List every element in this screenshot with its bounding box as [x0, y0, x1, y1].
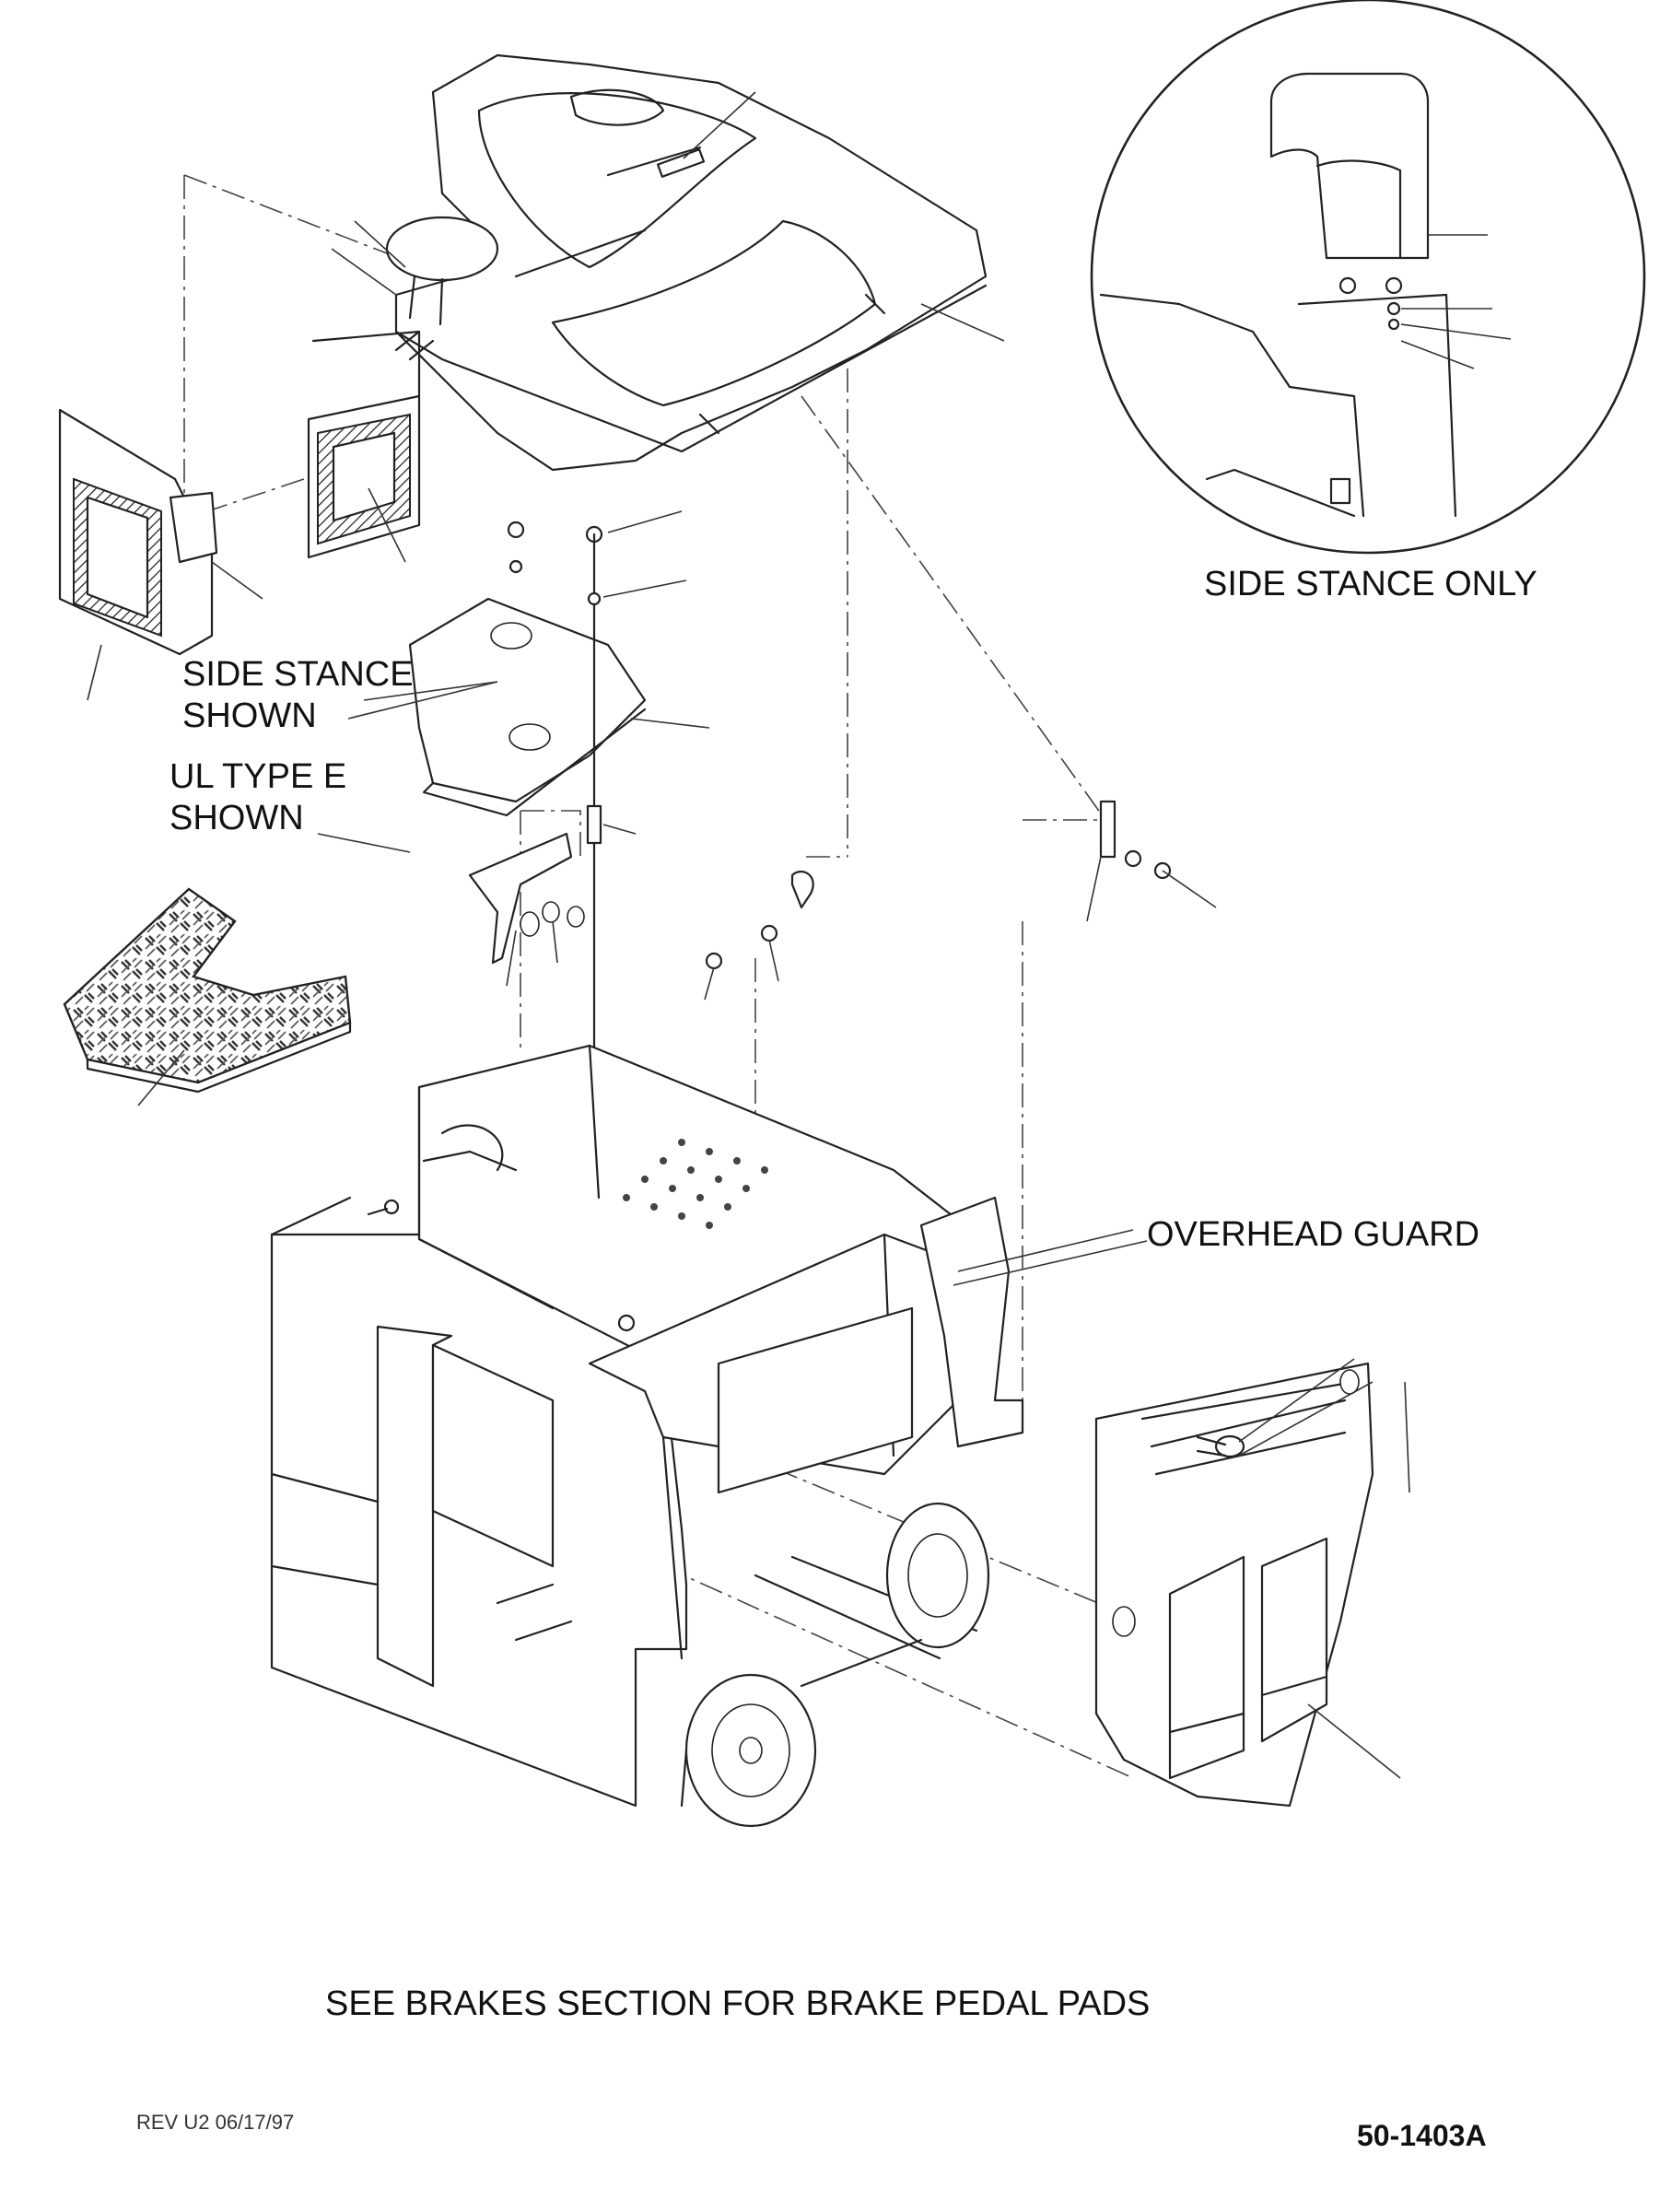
step-cover-plate — [363, 521, 647, 1227]
text-callout-leaders — [317, 681, 1148, 1286]
ul-type-e-label-line2: SHOWN — [170, 799, 304, 837]
overhead-guard-label: OVERHEAD GUARD — [1147, 1215, 1480, 1254]
part-leader-lines-mid — [602, 510, 710, 835]
side-stance-shown-label-line2: SHOWN — [182, 696, 317, 735]
part-leader-lines-left — [87, 487, 406, 701]
revision-stamp: REV U2 06/17/97 — [136, 2111, 295, 2134]
drawing-part-number: 50-1403A — [1357, 2119, 1487, 2152]
part-leader-lines-cowl — [1238, 1358, 1410, 1779]
mounting-brackets — [468, 800, 1172, 970]
right-cowl — [1094, 1362, 1374, 1808]
part-leader-lines-top — [331, 91, 1005, 342]
frame-holes — [623, 1139, 768, 1229]
floor-panel-assembly — [385, 53, 988, 472]
rear-cover-plate — [307, 330, 421, 559]
side-stance-only-label: SIDE STANCE ONLY — [1204, 565, 1537, 603]
left-side-panel — [58, 408, 218, 656]
main-frame — [270, 1044, 1024, 1828]
brakes-note: SEE BRAKES SECTION FOR BRAKE PEDAL PADS — [325, 1984, 1151, 2023]
floor-mat — [63, 887, 352, 1106]
part-leader-lines-frame — [957, 1229, 1134, 1272]
part-leader-lines-brackets — [506, 856, 1217, 1001]
ul-type-e-label-line1: UL TYPE E — [170, 757, 347, 796]
side-stance-shown-label-line1: SIDE STANCE — [182, 655, 414, 694]
side-stance-detail-view — [1090, 0, 1646, 555]
